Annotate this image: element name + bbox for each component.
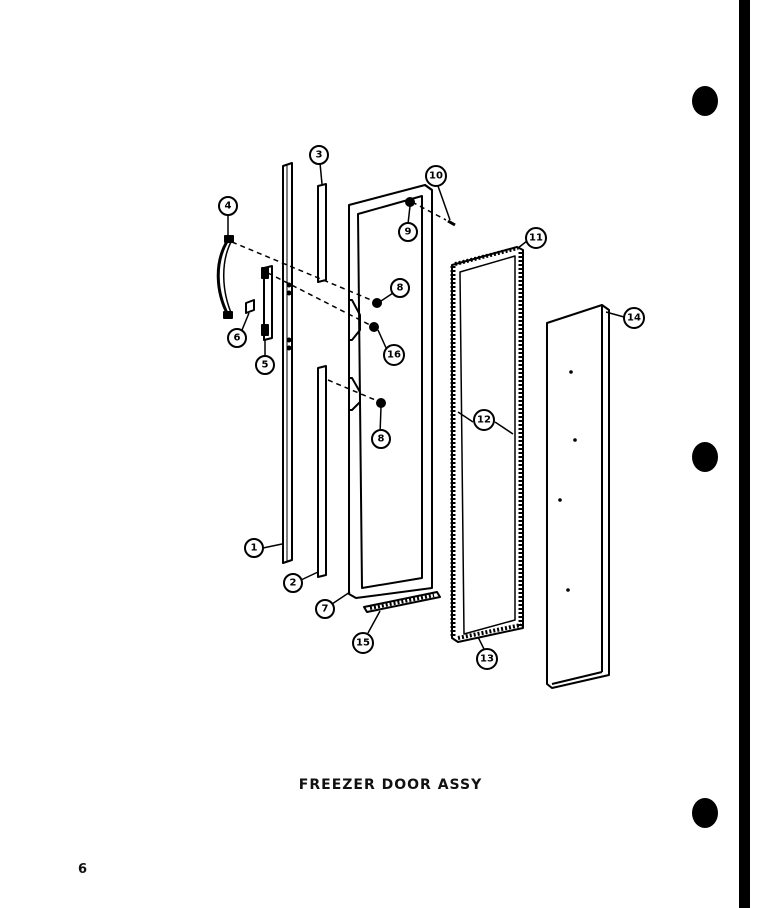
- callout-9-label: 9: [405, 227, 412, 238]
- callout-13-label: 13: [480, 654, 494, 665]
- callout-3: 3: [309, 145, 329, 165]
- part-2-strip: [317, 365, 327, 578]
- part-8-screw-upper: [372, 298, 382, 308]
- callout-10-label: 10: [429, 171, 443, 182]
- assembly-lines: [231, 201, 447, 403]
- callout-14: 14: [623, 307, 645, 329]
- callout-14-label: 14: [627, 313, 641, 324]
- part-4-handle: [216, 235, 234, 319]
- binder-edge: [739, 0, 750, 908]
- page-number: 6: [78, 862, 88, 877]
- callout-9: 9: [398, 222, 418, 242]
- callout-6-label: 6: [234, 333, 241, 344]
- callout-8-label: 8: [397, 283, 404, 294]
- part-10-screw: [447, 219, 456, 227]
- part-1-strip: [282, 162, 293, 564]
- diagram-title: FREEZER DOOR ASSY: [298, 777, 483, 793]
- part-7-door-frame: [348, 184, 433, 599]
- callout-15: 15: [352, 632, 374, 654]
- callout-16-label: 16: [387, 350, 401, 361]
- part-16-screw: [369, 322, 379, 332]
- binder-hole-top: [692, 86, 718, 116]
- part-6-clip: [245, 299, 255, 314]
- callout-5: 5: [255, 355, 275, 375]
- callout-7-label: 7: [322, 604, 329, 615]
- binder-hole-middle: [692, 442, 718, 472]
- callout-11-label: 11: [529, 233, 543, 244]
- callout-10: 10: [425, 165, 447, 187]
- part-3-strip: [317, 183, 327, 283]
- callout-5-label: 5: [262, 360, 269, 371]
- part-14-panel: [546, 304, 610, 689]
- callout-3-label: 3: [316, 150, 323, 161]
- part-5-bracket: [261, 265, 273, 341]
- callout-8-upper: 8: [390, 278, 410, 298]
- callout-12-label: 12: [477, 415, 491, 426]
- part-15-bottom-strip: [363, 591, 441, 613]
- callout-16: 16: [383, 344, 405, 366]
- callout-4-label: 4: [225, 201, 232, 212]
- callout-1: 1: [244, 538, 264, 558]
- callout-4: 4: [218, 196, 238, 216]
- callout-13: 13: [476, 648, 498, 670]
- callout-7: 7: [315, 599, 335, 619]
- callout-8-lower: 8: [371, 429, 391, 449]
- callout-15-label: 15: [356, 638, 370, 649]
- callout-8-lower-label: 8: [378, 434, 385, 445]
- callout-2-label: 2: [290, 578, 297, 589]
- part-8-screw-lower: [376, 398, 386, 408]
- part-11-liner: [450, 246, 524, 643]
- callout-12: 12: [473, 409, 495, 431]
- callout-11: 11: [525, 227, 547, 249]
- callout-6: 6: [227, 328, 247, 348]
- binder-hole-bottom: [692, 798, 718, 828]
- callout-2: 2: [283, 573, 303, 593]
- callout-1-label: 1: [251, 543, 258, 554]
